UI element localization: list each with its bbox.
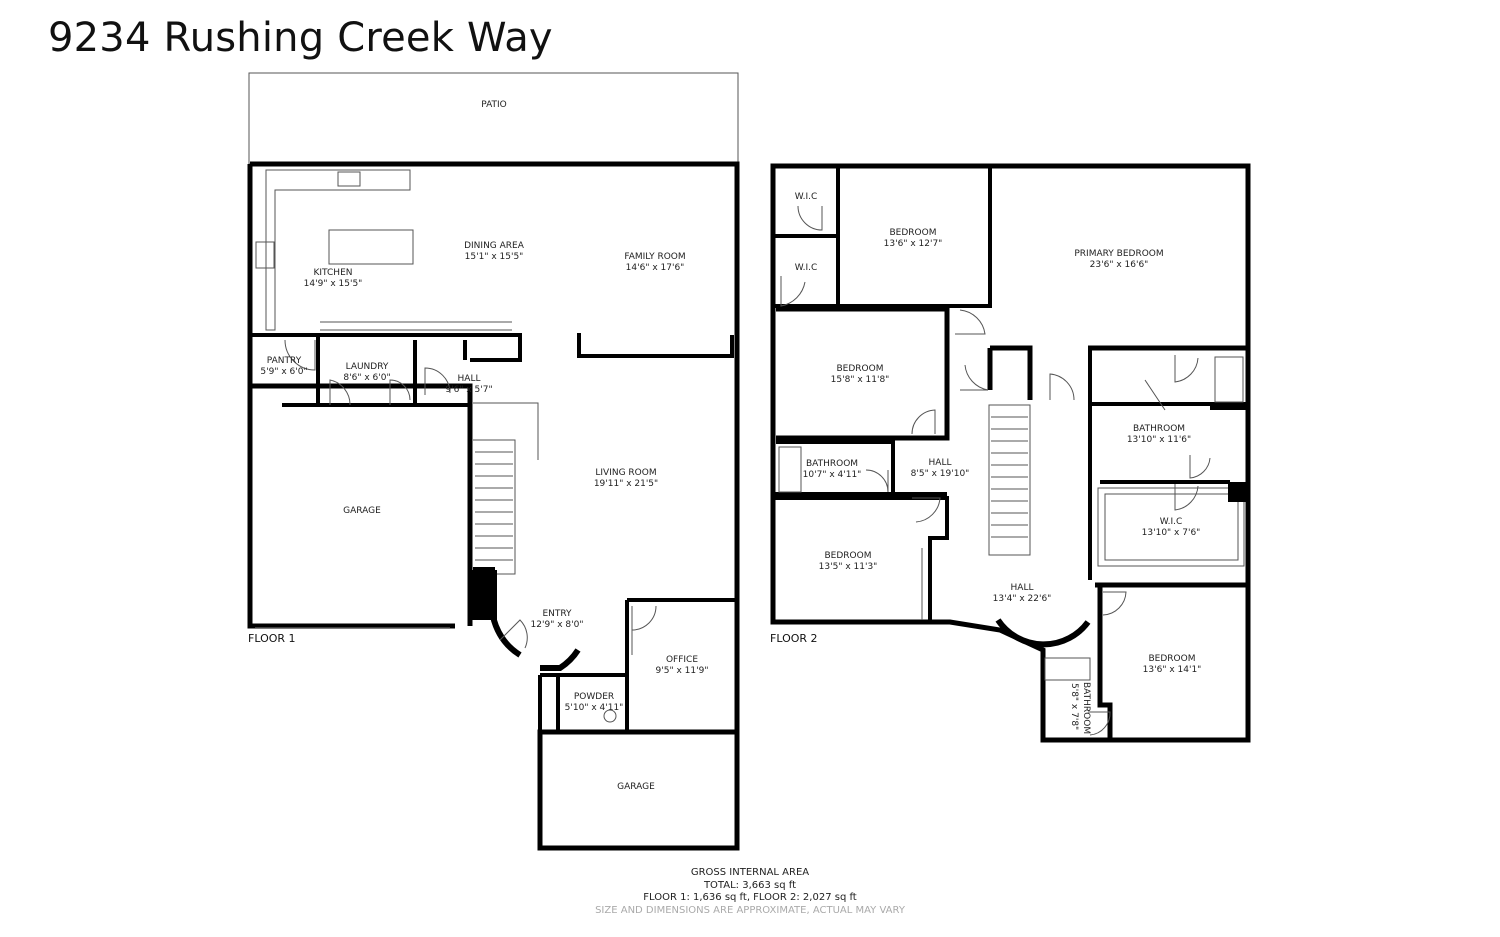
wic-3-dims: 13'10" x 7'6": [1142, 528, 1201, 538]
bedroom-1-dims: 13'6" x 12'7": [884, 239, 943, 249]
property-title: 9234 Rushing Creek Way: [48, 15, 553, 61]
bedroom-2-label: BEDROOM: [837, 364, 884, 374]
hall-2-label: HALL: [929, 458, 952, 468]
bedroom-3-dims: 13'5" x 11'3": [819, 562, 878, 572]
hall-dims: 9'6" x 5'7": [445, 385, 492, 395]
floor-2-door-swings: [780, 205, 1211, 736]
living-label: LIVING ROOM: [595, 468, 656, 478]
wic-3-pillar: [1228, 482, 1248, 502]
kitchen-back-counter: [265, 169, 411, 331]
bathroom-3-tub: [1044, 657, 1091, 681]
family-label: FAMILY ROOM: [624, 252, 685, 262]
office-label: OFFICE: [666, 655, 698, 665]
primary-bedroom-label: PRIMARY BEDROOM: [1074, 249, 1163, 259]
bathroom-1-tub: [778, 446, 802, 493]
floor-2-label: FLOOR 2: [770, 632, 818, 645]
office-dims: 9'5" x 11'9": [656, 666, 709, 676]
bathroom-2-dims: 13'10" x 11'6": [1127, 435, 1191, 445]
family-room-wall: [577, 333, 734, 358]
hall-3-label: HALL: [1011, 583, 1034, 593]
bathroom-1-dims: 10'7" x 4'11": [803, 470, 862, 480]
floor-1-exterior-wall: [247, 161, 740, 851]
floor-2-stairs: [988, 404, 1031, 556]
living-dims: 19'11" x 21'5": [594, 479, 658, 489]
bedroom-4-dims: 13'6" x 14'1": [1143, 665, 1202, 675]
room-labels: PATIO KITCHEN 14'9" x 15'5" DINING AREA …: [248, 100, 1201, 792]
area-disclaimer: SIZE AND DIMENSIONS ARE APPROXIMATE, ACT…: [595, 904, 905, 916]
floor-1-plan: [247, 72, 740, 851]
kitchen-label: KITCHEN: [314, 268, 353, 278]
floor-1-door-swings: [284, 339, 657, 655]
garage-1-wall: [250, 383, 473, 404]
bedroom-4-walls: [1095, 582, 1248, 740]
sink: [337, 171, 361, 187]
patio-label: PATIO: [481, 100, 507, 110]
powder-dims: 5'10" x 4'11": [565, 703, 624, 713]
floor-1-stair-treads: [475, 451, 513, 561]
hall-3-dims: 13'4" x 22'6": [993, 594, 1052, 604]
floor-1-label: FLOOR 1: [248, 632, 296, 645]
stove: [255, 241, 275, 269]
bathroom-1-label: BATHROOM: [806, 459, 858, 469]
area-total: TOTAL: 3,663 sq ft: [703, 879, 797, 891]
powder-sink: [603, 709, 617, 723]
utility-walls: [250, 333, 522, 407]
hall-2-dims: 8'5" x 19'10": [911, 469, 970, 479]
bathroom-3-label: BATHROOM: [1081, 682, 1091, 734]
garage-2-label: GARAGE: [617, 782, 655, 792]
office-walls: [625, 598, 737, 732]
patio-area: [248, 72, 739, 165]
primary-bedroom-dims: 23'6" x 16'6": [1090, 260, 1149, 270]
family-dims: 14'6" x 17'6": [626, 263, 685, 273]
floor-2-plan: [770, 163, 1251, 743]
wic-1-label: W.I.C: [795, 192, 818, 202]
bedroom-4-label: BEDROOM: [1149, 654, 1196, 664]
wic-2-label: W.I.C: [795, 263, 818, 273]
garage-1-label: GARAGE: [343, 506, 381, 516]
hall-rotunda: [995, 618, 1091, 648]
floor-2-exterior-wall: [770, 163, 1251, 743]
primary-tub: [1214, 356, 1244, 403]
bedroom-3-walls: [773, 496, 949, 622]
pantry-dims: 5'9" x 6'0": [260, 367, 307, 377]
floor-2-stair-treads: [991, 416, 1028, 538]
entry-label: ENTRY: [542, 609, 572, 619]
kitchen-dims: 14'9" x 15'5": [304, 279, 363, 289]
bedroom-1-label: BEDROOM: [890, 228, 937, 238]
bedroom-2-walls: [776, 306, 950, 441]
area-summary: GROSS INTERNAL AREA TOTAL: 3,663 sq ft F…: [0, 867, 1500, 917]
wic-3-closet: [1097, 487, 1245, 567]
wic-3-shelf: [1104, 493, 1239, 561]
dining-label: DINING AREA: [464, 241, 525, 251]
area-heading: GROSS INTERNAL AREA: [690, 867, 810, 878]
laundry-label: LAUNDRY: [346, 362, 389, 372]
pantry-label: PANTRY: [267, 356, 302, 366]
bathroom-3-dims: 5'8" x 7'8": [1069, 683, 1079, 730]
primary-bath-walls: [1088, 350, 1250, 580]
area-breakdown: FLOOR 1: 1,636 sq ft, FLOOR 2: 2,027 sq …: [643, 892, 857, 903]
bathroom-2-label: BATHROOM: [1133, 424, 1185, 434]
primary-bedroom-walls: [987, 345, 1248, 400]
dining-dims: 15'1" x 15'5": [465, 252, 524, 262]
entry-dims: 12'9" x 8'0": [531, 620, 584, 630]
bathroom-1-walls: [773, 440, 947, 496]
hall-label: HALL: [458, 374, 481, 384]
bedroom-2-dims: 15'8" x 11'8": [831, 375, 890, 385]
wic-walls: [773, 166, 840, 308]
entry-pillar: [472, 570, 497, 620]
bedroom-3-label: BEDROOM: [825, 551, 872, 561]
kitchen-island: [328, 229, 414, 265]
wic-3-label: W.I.C: [1160, 517, 1183, 527]
bedroom-1-walls: [838, 166, 992, 308]
laundry-dims: 8'6" x 6'0": [343, 373, 390, 383]
powder-label: POWDER: [574, 692, 614, 702]
powder-walls: [538, 673, 627, 732]
